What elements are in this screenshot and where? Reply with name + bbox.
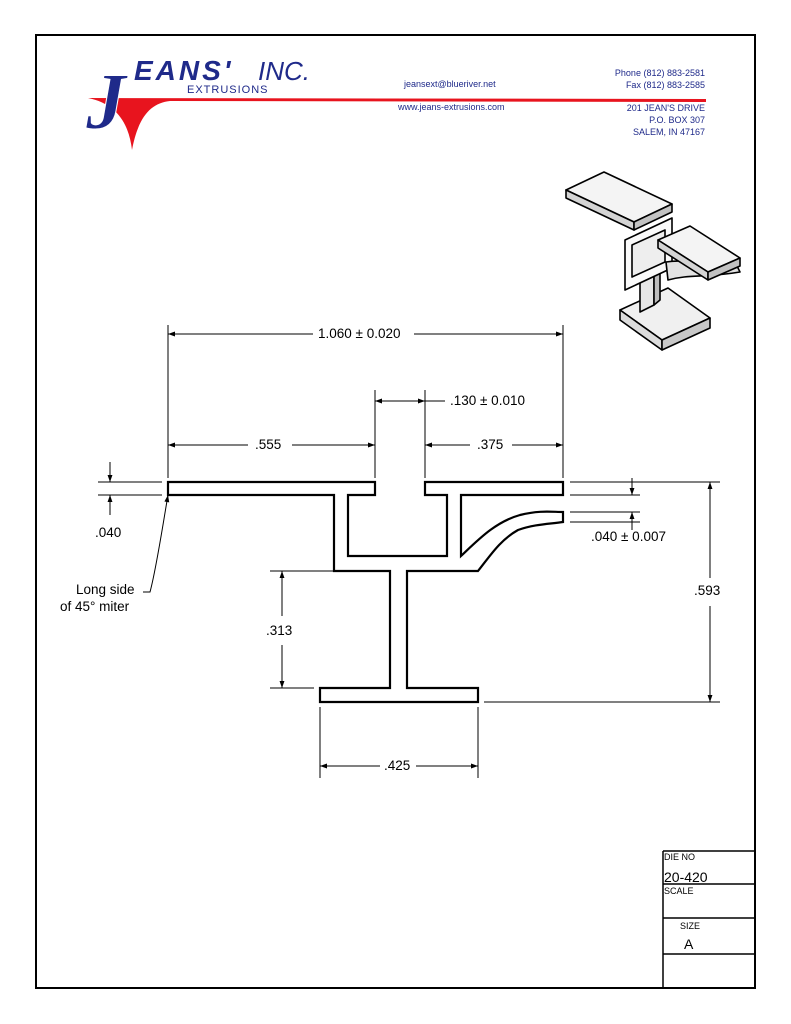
die-no-label: DIE NO	[664, 852, 696, 862]
size-label: SIZE	[680, 921, 701, 931]
dim-flange-thickness: .040	[95, 525, 122, 540]
company-fax: Fax (812) 883-2585	[625, 80, 705, 90]
die-no-value: 20-420	[664, 869, 708, 885]
dim-right-flange: .375	[477, 437, 504, 452]
scale-label: SCALE	[664, 886, 694, 896]
company-address-line2: P.O. BOX 307	[649, 115, 705, 125]
dim-overall-width: 1.060 ± 0.020	[318, 326, 401, 341]
logo-name: EANS'	[134, 55, 233, 86]
company-website[interactable]: www.jeans-extrusions.com	[398, 102, 505, 112]
dim-overall-height: .593	[694, 583, 721, 598]
dim-base-width: .425	[384, 758, 411, 773]
dim-left-flange: .555	[255, 437, 282, 452]
logo-inc: INC.	[258, 56, 310, 86]
miter-note-line2: of 45° miter	[60, 599, 130, 614]
company-address-line3: SALEM, IN 47167	[632, 127, 705, 137]
title-block	[662, 850, 755, 988]
dim-arm-thickness: .040 ± 0.007	[591, 529, 666, 544]
dimension-lines	[98, 325, 720, 778]
company-phone: Phone (812) 883-2581	[614, 68, 705, 78]
company-email[interactable]: jeansext@blueriver.net	[404, 79, 496, 89]
isometric-view	[565, 171, 741, 351]
miter-note-line1: Long side	[76, 582, 135, 597]
profile-outline	[166, 480, 565, 704]
company-address-line1: 201 JEAN'S DRIVE	[626, 103, 705, 113]
logo-red-swoosh	[88, 98, 706, 150]
sheet-border	[35, 34, 756, 989]
dim-lower-web-height: .313	[266, 623, 293, 638]
logo-division: EXTRUSIONS	[187, 84, 269, 96]
logo-mark: J EANS' INC. EXTRUSIONS	[85, 55, 706, 150]
logo-j: J	[85, 58, 129, 146]
dim-center-gap: .130 ± 0.010	[450, 393, 525, 408]
size-value: A	[684, 936, 694, 952]
